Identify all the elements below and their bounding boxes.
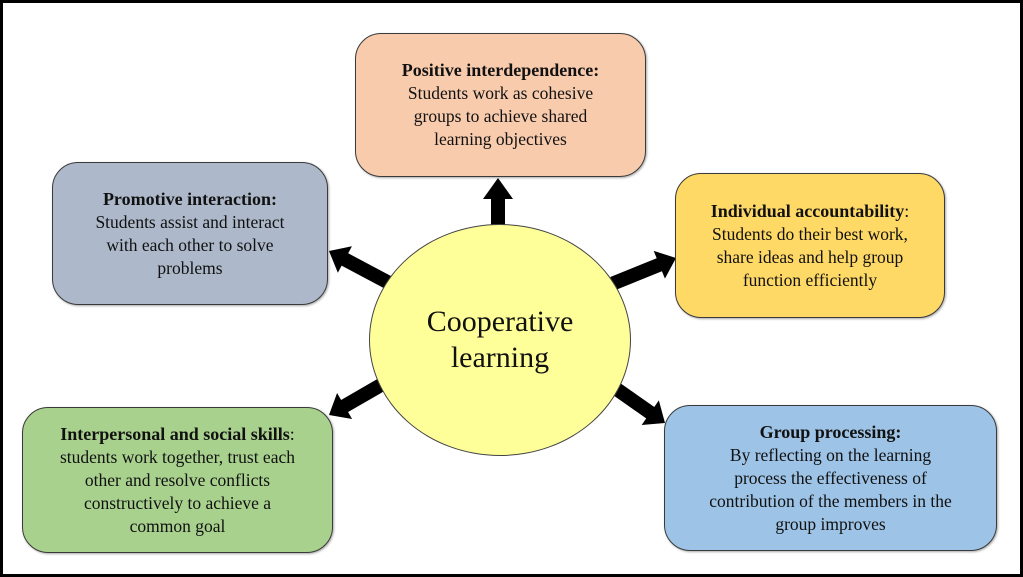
arrow-up-left-icon (329, 246, 398, 292)
node-individual-accountability: Individual accountability: Students do t… (675, 173, 945, 318)
node-title: Promotive interaction: (102, 188, 278, 209)
center-node: Cooperative learning (369, 224, 631, 456)
node-body: Students do their best work, share ideas… (712, 223, 908, 290)
node-body: By reflecting on the learning process th… (709, 444, 952, 534)
arrow-up-right-icon (610, 250, 676, 290)
node-body: students work together, trust each other… (59, 446, 295, 536)
arrow-up-icon (483, 178, 513, 225)
arrow-down-left-icon (329, 374, 392, 419)
arrows-layer (329, 178, 676, 425)
node-title: Interpersonal and social skills: (60, 423, 295, 444)
node-promotive-interaction: Promotive interaction: Students assist a… (52, 162, 328, 305)
node-interpersonal-social-skills: Interpersonal and social skills: student… (22, 407, 333, 553)
arrow-down-right-icon (610, 381, 665, 425)
node-title: Positive interdependence: (401, 60, 600, 80)
node-body: Students assist and interact with each o… (95, 211, 285, 278)
node-positive-interdependence: Positive interdependence: Students work … (355, 33, 646, 177)
node-title: Individual accountability: (710, 200, 910, 221)
node-title: Group processing: (759, 421, 902, 442)
node-body: Students work as cohesive groups to achi… (407, 83, 594, 149)
node-group-processing: Group processing: By reflecting on the l… (664, 405, 997, 551)
